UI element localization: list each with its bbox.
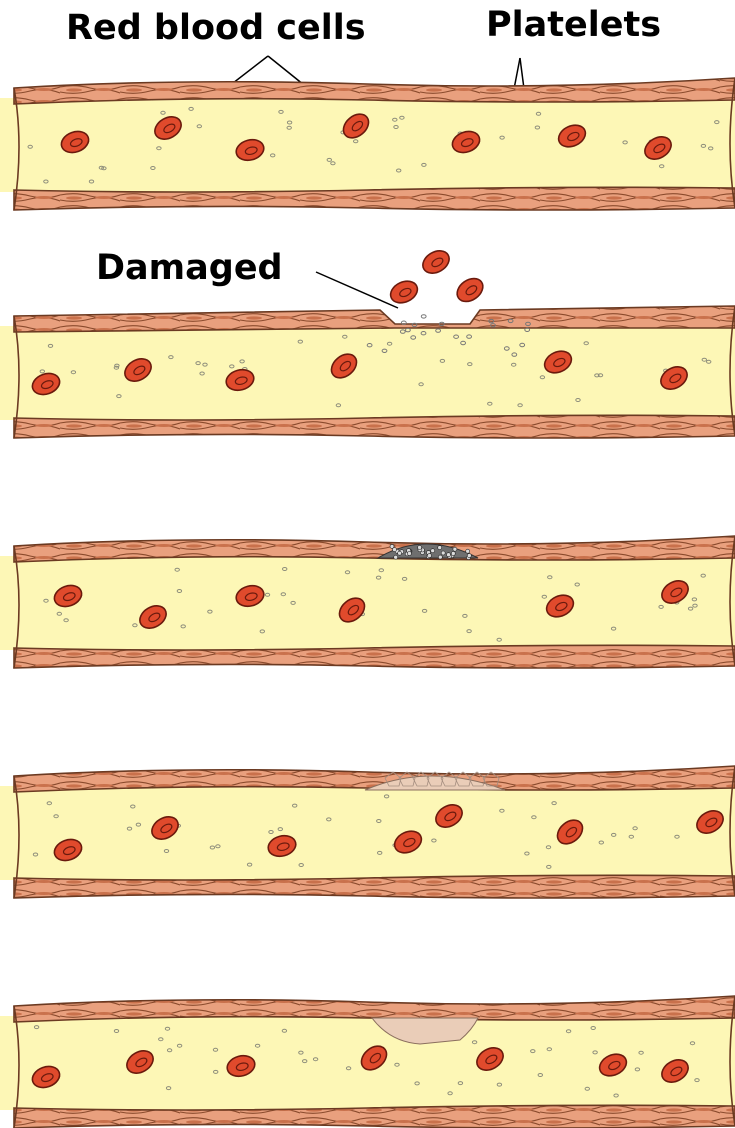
vessel-lumen [0,98,735,192]
vessel-stages [0,78,735,1128]
vessel-lumen [0,556,735,650]
vessel-wall-top [14,78,735,104]
vessel-wall-top [14,536,735,562]
escaping-red-blood-cell [419,246,453,277]
platelets-label: Platelets [486,5,661,45]
red-blood-cells-label: Red blood cells [66,8,366,48]
vessel-stage-platelet-plug [0,536,735,668]
vessel-wall-top [14,306,735,332]
escaping-red-blood-cell [387,277,421,307]
vessel-lumen [0,786,735,880]
vessel-lumen [0,326,735,420]
escaping-red-blood-cell [453,274,487,306]
damaged-pointer [316,272,398,308]
vessel-stage-healed-vessel [0,996,735,1128]
vessel-stage-clot-formation [0,766,735,898]
vessel-stage-normal-vessel [0,78,735,210]
gathering-platelet [421,315,426,318]
damaged-label: Damaged [96,248,283,288]
